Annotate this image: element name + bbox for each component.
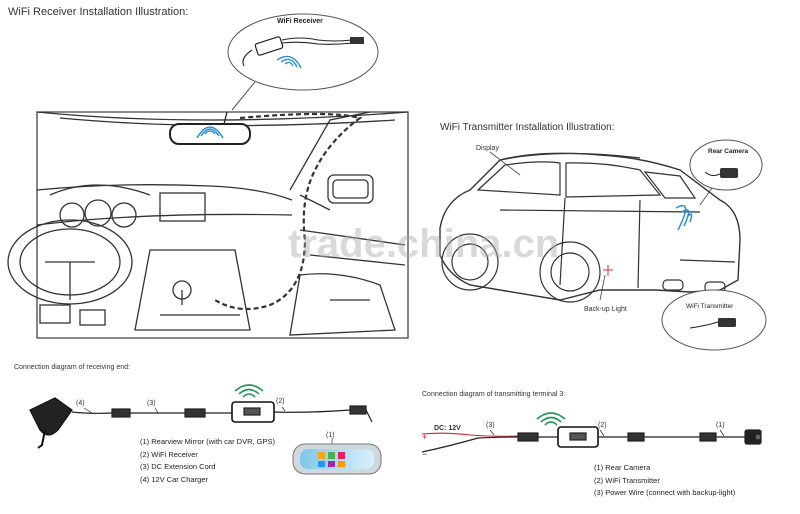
receiving-callout-2: (2) xyxy=(276,398,285,405)
transmitting-legend-item: (3) Power Wire (connect with backup-ligh… xyxy=(594,488,736,497)
receiving-legend-item: (1) Rearview Mirror (with car DVR, GPS) xyxy=(140,437,276,446)
positive-terminal: + xyxy=(422,432,428,442)
receiving-callout-4: (4) xyxy=(76,400,85,407)
transmitting-legend-item: (2) WiFi Transmitter xyxy=(594,475,660,485)
receiving-legend-item: (2) WiFi Receiver xyxy=(140,449,198,459)
receiving-legend-item: (3) DC Extension Cord xyxy=(140,462,216,471)
transmitting-end-title: Connection diagram of transmitting termi… xyxy=(422,391,566,398)
dc-voltage-label: DC: 12V xyxy=(434,425,461,432)
transmitter-bubble xyxy=(661,289,767,351)
backup-light-label: Back-up Light xyxy=(584,306,627,313)
transmitting-callout-2: (2) xyxy=(598,422,607,429)
receiver-bubble-label: WiFi Receiver xyxy=(277,18,323,25)
receiving-end-diagram xyxy=(29,384,373,449)
receiving-callout-3: (3) xyxy=(147,400,156,407)
receiving-end-title: Connection diagram of receiving end: xyxy=(14,364,130,371)
receiver-bubble xyxy=(227,13,379,111)
transmitting-callout-1: (1) xyxy=(716,422,725,429)
transmitting-end-diagram xyxy=(421,412,762,453)
rear-camera-label: Rear Camera xyxy=(708,148,749,155)
receiver-title: WiFi Receiver Installation Illustration: xyxy=(8,6,189,18)
car-interior-illustration xyxy=(7,111,409,339)
negative-terminal: − xyxy=(422,449,428,459)
transmitting-legend-item: (1) Rear Camera xyxy=(594,463,651,472)
display-label: Display xyxy=(476,145,499,152)
rearview-mirror-device xyxy=(292,438,382,475)
rear-camera-bubble xyxy=(689,139,763,191)
transmitter-bubble-label: WiFi Transmitter xyxy=(686,303,734,310)
receiving-legend: (1) Rearview Mirror (with car DVR, GPS) … xyxy=(140,436,275,486)
car-exterior-illustration xyxy=(439,151,741,306)
receiving-legend-item: (4) 12V Car Charger xyxy=(140,474,208,484)
watermark: trade.china.cn xyxy=(288,222,560,266)
transmitting-legend: (1) Rear Camera (2) WiFi Transmitter (3)… xyxy=(594,462,735,500)
transmitter-title: WiFi Transmitter Installation Illustrati… xyxy=(440,122,615,133)
transmitting-callout-3: (3) xyxy=(486,422,495,429)
receiving-callout-1: (1) xyxy=(326,432,335,439)
